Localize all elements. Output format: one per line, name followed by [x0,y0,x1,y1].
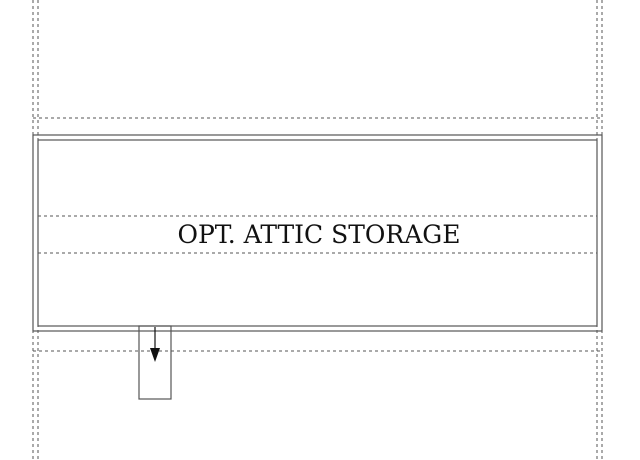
attic-room-inner-wall [37,139,598,327]
room-label: OPT. ATTIC STORAGE [177,220,460,249]
attic-room-outer-wall [32,134,603,332]
down-arrow-icon [150,348,160,362]
attic-access-stair [138,325,172,400]
